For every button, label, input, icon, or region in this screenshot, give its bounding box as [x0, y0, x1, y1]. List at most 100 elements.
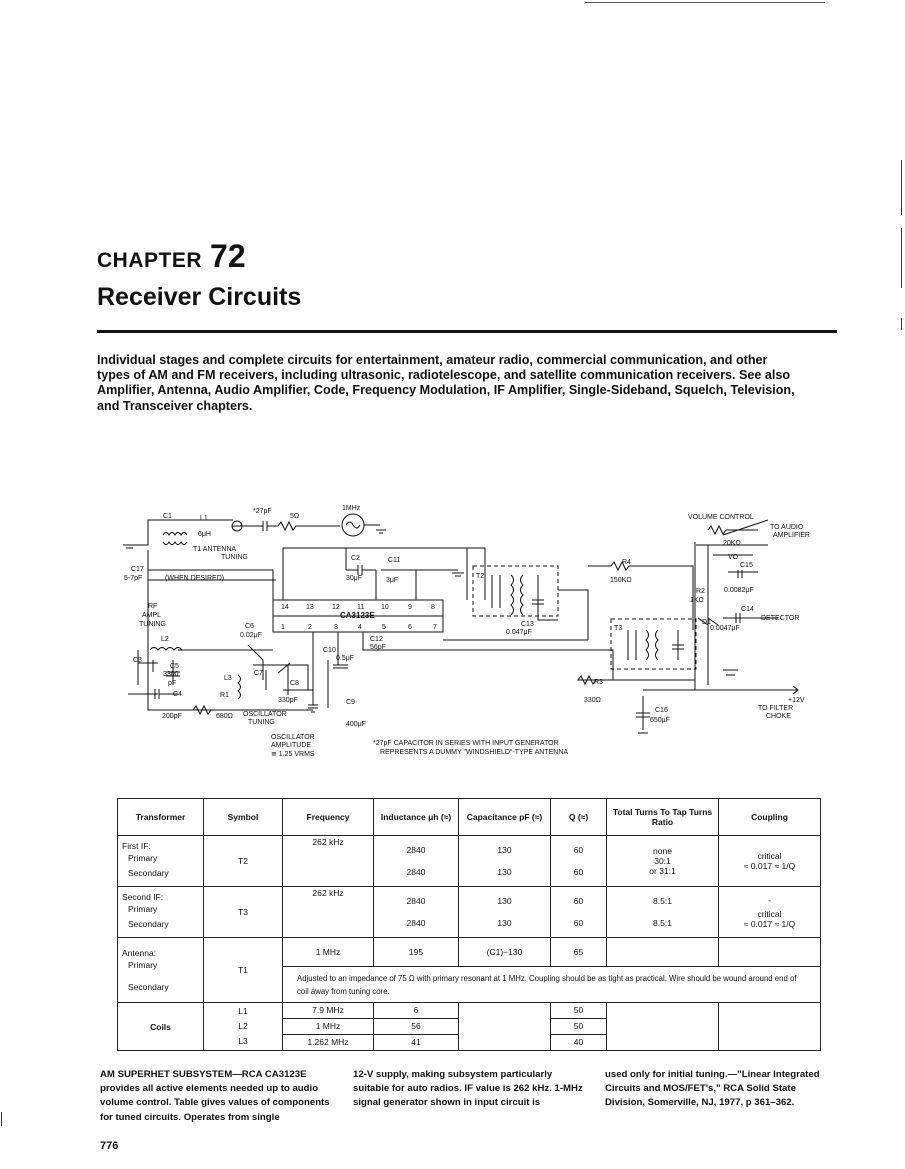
- second-if-q-primary: 60: [573, 896, 584, 906]
- coils-ind: 6 56 41: [373, 1002, 459, 1051]
- coil-freq: 1 MHz: [283, 1019, 373, 1035]
- coil-ind: 6: [374, 1003, 458, 1019]
- first-if-cap-primary: 130: [497, 845, 512, 855]
- first-if-cap-secondary: 130: [497, 867, 512, 877]
- component-table: Transformer Symbol Frequency Inductance …: [117, 798, 821, 1051]
- ic-pin-6: 6: [408, 624, 412, 631]
- ic-name: CA3123E: [340, 611, 375, 620]
- ic-pin-4: 4: [358, 624, 362, 631]
- label-to-filter-2: CHOKE: [766, 713, 791, 720]
- first-if-q-secondary: 60: [573, 867, 584, 877]
- label-c8: C8: [290, 680, 299, 687]
- label-12v: +12V: [788, 697, 805, 704]
- label-t3: T3: [614, 625, 622, 632]
- first-if-ratio-none: none: [653, 846, 672, 856]
- first-if-ratio-or: or: [649, 866, 657, 876]
- label-r3-val: 330Ω: [584, 697, 601, 704]
- label-t2: T2: [476, 573, 484, 580]
- first-if-primary: Primary: [128, 853, 158, 863]
- coil-symbol: L2: [238, 1021, 248, 1031]
- label-c5-unit: pF: [168, 680, 176, 687]
- ic-pin-7: 7: [433, 624, 437, 631]
- second-if-ind-secondary: 2840: [406, 918, 426, 928]
- ic-pin-12: 12: [332, 604, 340, 611]
- first-if-coupling: critical ≈ 0.017 ≈ 1/Q: [718, 835, 821, 887]
- antenna-freq: 1 MHz: [282, 937, 374, 967]
- label-cap27: *27pF: [253, 508, 272, 515]
- label-c15: C15: [740, 562, 753, 569]
- label-c2-val: 30μF: [346, 575, 362, 582]
- label-c1: C1: [163, 513, 172, 520]
- second-if-coupling-b: critical: [757, 909, 782, 919]
- ic-pin-14: 14: [281, 604, 289, 611]
- coils-symbols: L1 L2 L3: [203, 1002, 283, 1051]
- second-if-coupling-a: -: [768, 895, 771, 905]
- label-gen: 1MHz: [342, 505, 361, 512]
- label-c17-val: 5-7pF: [124, 575, 142, 582]
- label-r4: R4: [622, 559, 631, 566]
- label-to-audio-2: AMPLIFIER: [773, 532, 810, 539]
- label-c4: C4: [173, 691, 182, 698]
- ic-pin-8: 8: [431, 604, 435, 611]
- label-r4-val: 150KΩ: [610, 577, 632, 584]
- second-if-secondary: Secondary: [128, 919, 169, 929]
- first-if-q: 60 60: [550, 835, 607, 887]
- coil-q: 50: [551, 1019, 606, 1035]
- label-osc-tuning-1: OSCILLATOR: [243, 711, 287, 718]
- coils-ratio-empty: [606, 1002, 719, 1051]
- coils-coupling-empty: [718, 1002, 821, 1051]
- label-c15-val: 0.0082μF: [724, 587, 754, 594]
- label-c4-val: 200pF: [162, 713, 182, 720]
- caption-column-3: used only for initial tuning.—"Linear In…: [605, 1069, 820, 1109]
- label-c6-val: 0.02μF: [240, 632, 262, 639]
- label-c7: C7: [254, 670, 263, 677]
- label-rf1: RF: [148, 603, 157, 610]
- first-if-ind: 2840 2840: [373, 835, 459, 887]
- intro-paragraph: Individual stages and complete circuits …: [97, 353, 795, 413]
- label-l1-val: 6μH: [198, 531, 211, 538]
- label-c12-val: 56pF: [370, 644, 386, 651]
- first-if-coupling-a: critical: [757, 851, 782, 861]
- label-c6: C6: [245, 623, 254, 630]
- label-c5: C5: [170, 663, 179, 670]
- coil-symbol: L1: [238, 1006, 248, 1016]
- first-if-coupling-b: ≈ 0.017 ≈ 1/Q: [743, 861, 796, 871]
- page-number: 776: [100, 1140, 119, 1152]
- label-vo: VO: [728, 554, 739, 561]
- ic-pin-5: 5: [382, 624, 386, 631]
- label-r1-val: 680Ω: [216, 713, 233, 720]
- col-header: Q (≈): [550, 798, 607, 836]
- first-if-cap: 130 130: [458, 835, 551, 887]
- coil-ind: 41: [411, 1037, 421, 1047]
- table-row: Coils L1 L2 L3 7.9 MHz 1 MHz 1.262 MHz 6…: [117, 1002, 821, 1051]
- coil-freq: 1.262 MHz: [307, 1037, 349, 1047]
- label-r330p: 330pF: [278, 697, 298, 704]
- label-c16: C16: [655, 707, 668, 714]
- edge-scan-mark: [1, 1112, 2, 1126]
- label-c10: C10: [323, 647, 336, 654]
- antenna-secondary: Secondary: [128, 982, 169, 992]
- first-if-q-primary: 60: [573, 845, 584, 855]
- label-r1: R1: [220, 692, 229, 699]
- edge-scan-mark: [901, 160, 902, 215]
- ic-pin-9: 9: [408, 604, 412, 611]
- label-l2: L2: [161, 636, 169, 643]
- second-if-ratio-secondary: 8.5:1: [653, 918, 672, 928]
- second-if-q-secondary: 60: [573, 918, 584, 928]
- label-c17: C17: [131, 566, 144, 573]
- antenna-note: Adjusted to an impedance of 75 Ω with pr…: [282, 966, 821, 1003]
- schematic-footnote-1: *27pF CAPACITOR IN SERIES WITH INPUT GEN…: [373, 740, 559, 747]
- first-if-ratio-a: 30:1: [654, 856, 671, 866]
- antenna-empty: [606, 937, 719, 967]
- edge-scan-mark: [901, 228, 902, 288]
- label-c10-val: 0.5μF: [336, 655, 354, 662]
- title-rule: [97, 330, 837, 333]
- antenna-label: Antenna:: [122, 948, 157, 958]
- label-c12: C12: [370, 636, 383, 643]
- second-if-ind-primary: 2840: [406, 896, 426, 906]
- label-c14-val: 0.0047μF: [710, 625, 740, 632]
- col-header: Inductance μh (≈): [373, 798, 459, 836]
- second-if-cap: 130 130: [458, 886, 551, 938]
- second-if-ratio-primary: 8.5:1: [653, 896, 672, 906]
